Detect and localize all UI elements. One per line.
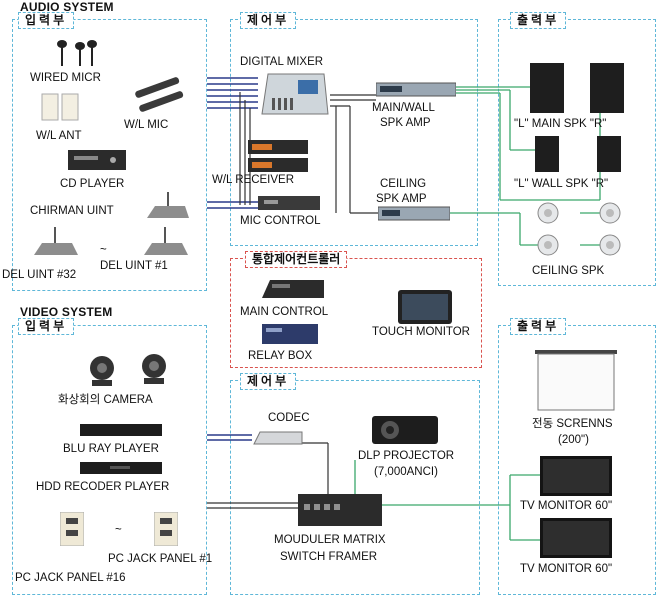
tv-monitor-1-label: TV MONITOR 60" xyxy=(520,500,613,512)
dlp-projector-icon xyxy=(372,416,438,444)
tv-monitor-2-label: TV MONITOR 60" xyxy=(520,563,613,575)
wired-mic-label: WIRED MICR xyxy=(30,72,101,84)
tv-monitor-2-icon xyxy=(540,518,612,558)
matrix-switch-label-1: MOUDULER MATRIX xyxy=(274,534,386,546)
integrated-controller-box xyxy=(230,258,482,368)
main-control-label: MAIN CONTROL xyxy=(240,306,329,318)
video-system-title: VIDEO SYSTEM xyxy=(20,305,113,319)
motorized-screen-label-2: (200") xyxy=(558,434,589,446)
main-speaker-left-icon xyxy=(530,63,564,113)
main-wall-amp-label-1: MAIN/WALL xyxy=(372,102,435,114)
wl-receiver-icon xyxy=(248,140,308,172)
main-control-icon xyxy=(262,280,324,298)
audio-output-box xyxy=(498,19,656,286)
pc-jack-panel-1-label: PC JACK PANEL #1 xyxy=(108,553,213,565)
delegate-range-tilde: ~ xyxy=(100,244,107,256)
touch-monitor-label: TOUCH MONITOR xyxy=(372,326,470,338)
pc-jack-panel-16-icon xyxy=(60,512,84,546)
bluray-player-label: BLU RAY PLAYER xyxy=(63,443,159,455)
dlp-projector-label-2: (7,000ANCI) xyxy=(374,466,438,478)
chairman-unit-label: CHIRMAN UINT xyxy=(30,205,114,217)
hdd-recorder-label: HDD RECODER PLAYER xyxy=(36,481,170,493)
dlp-projector-label-1: DLP PROJECTOR xyxy=(358,450,455,462)
tv-monitor-1-icon xyxy=(540,456,612,496)
wl-receiver-label: W/L RECEIVER xyxy=(212,174,295,186)
video-control-label: 제어부 xyxy=(240,373,297,390)
camera-icon xyxy=(90,354,166,386)
wall-speaker-label: "L" WALL SPK "R" xyxy=(514,178,609,190)
audio-control-box xyxy=(230,19,478,246)
delegate-unit-1-icon xyxy=(144,227,188,255)
relay-box-icon xyxy=(262,324,318,344)
digital-mixer-label: DIGITAL MIXER xyxy=(240,56,324,68)
motorized-screen-label-1: 전동 SCRENNS xyxy=(532,418,613,430)
pc-jack-panel-16-label: PC JACK PANEL #16 xyxy=(15,572,126,584)
wl-mic-label: W/L MIC xyxy=(124,119,169,131)
mic-control-label: MIC CONTROL xyxy=(240,215,321,227)
ceiling-speaker-label: CEILING SPK xyxy=(532,265,605,277)
bluray-player-icon xyxy=(80,424,162,436)
codec-icon xyxy=(253,431,303,445)
pc-jack-panel-1-icon xyxy=(154,512,178,546)
ceiling-amp-label-2: SPK AMP xyxy=(376,193,427,205)
video-input-label: 입력부 xyxy=(18,318,75,335)
ceiling-amp-icon xyxy=(378,206,450,221)
ceiling-amp-label-1: CEILING xyxy=(380,178,427,190)
codec-label: CODEC xyxy=(268,412,310,424)
audio-input-label: 입력부 xyxy=(18,12,75,29)
wall-speaker-left-icon xyxy=(535,136,559,172)
main-speaker-label: "L" MAIN SPK "R" xyxy=(514,118,607,130)
matrix-switch-label-2: SWITCH FRAMER xyxy=(280,551,378,563)
wl-antenna-icon xyxy=(41,93,79,121)
integrated-controller-label: 통합제어컨트롤러 xyxy=(245,251,348,268)
video-output-label: 출력부 xyxy=(510,318,567,335)
camera-label: 화상회의 CAMERA xyxy=(58,394,153,406)
audio-control-label: 제어부 xyxy=(240,12,297,29)
relay-box-label: RELAY BOX xyxy=(248,350,313,362)
video-input-box xyxy=(12,325,207,595)
pc-jack-range-tilde: ~ xyxy=(115,524,122,536)
video-output-box xyxy=(498,325,656,595)
digital-mixer-icon xyxy=(261,73,329,115)
audio-output-label: 출력부 xyxy=(510,12,567,29)
delegate-unit-1-label: DEL UINT #1 xyxy=(100,260,168,272)
main-wall-amp-label-2: SPK AMP xyxy=(380,117,431,129)
audio-input-box xyxy=(12,19,207,291)
video-control-box xyxy=(230,380,480,595)
matrix-switch-icon xyxy=(298,494,382,526)
audio-system-title: AUDIO SYSTEM xyxy=(20,0,114,14)
delegate-unit-32-icon xyxy=(34,227,78,255)
ceiling-speaker-icons xyxy=(537,202,621,256)
wl-antenna-label: W/L ANT xyxy=(36,130,82,142)
wired-mic-icon xyxy=(57,40,97,66)
touch-monitor-icon xyxy=(398,290,452,324)
hdd-recorder-icon xyxy=(80,462,162,474)
wl-mic-icon xyxy=(135,77,184,112)
cd-player-icon xyxy=(68,150,126,170)
delegate-unit-32-label: DEL UINT #32 xyxy=(2,269,77,281)
motorized-screen-icon xyxy=(535,350,617,411)
mic-control-icon xyxy=(258,196,320,210)
wall-speaker-right-icon xyxy=(597,136,621,172)
cd-player-label: CD PLAYER xyxy=(60,178,125,190)
chairman-unit-icon xyxy=(147,192,189,218)
main-speaker-right-icon xyxy=(590,63,624,113)
main-wall-amp-icon xyxy=(376,82,456,97)
